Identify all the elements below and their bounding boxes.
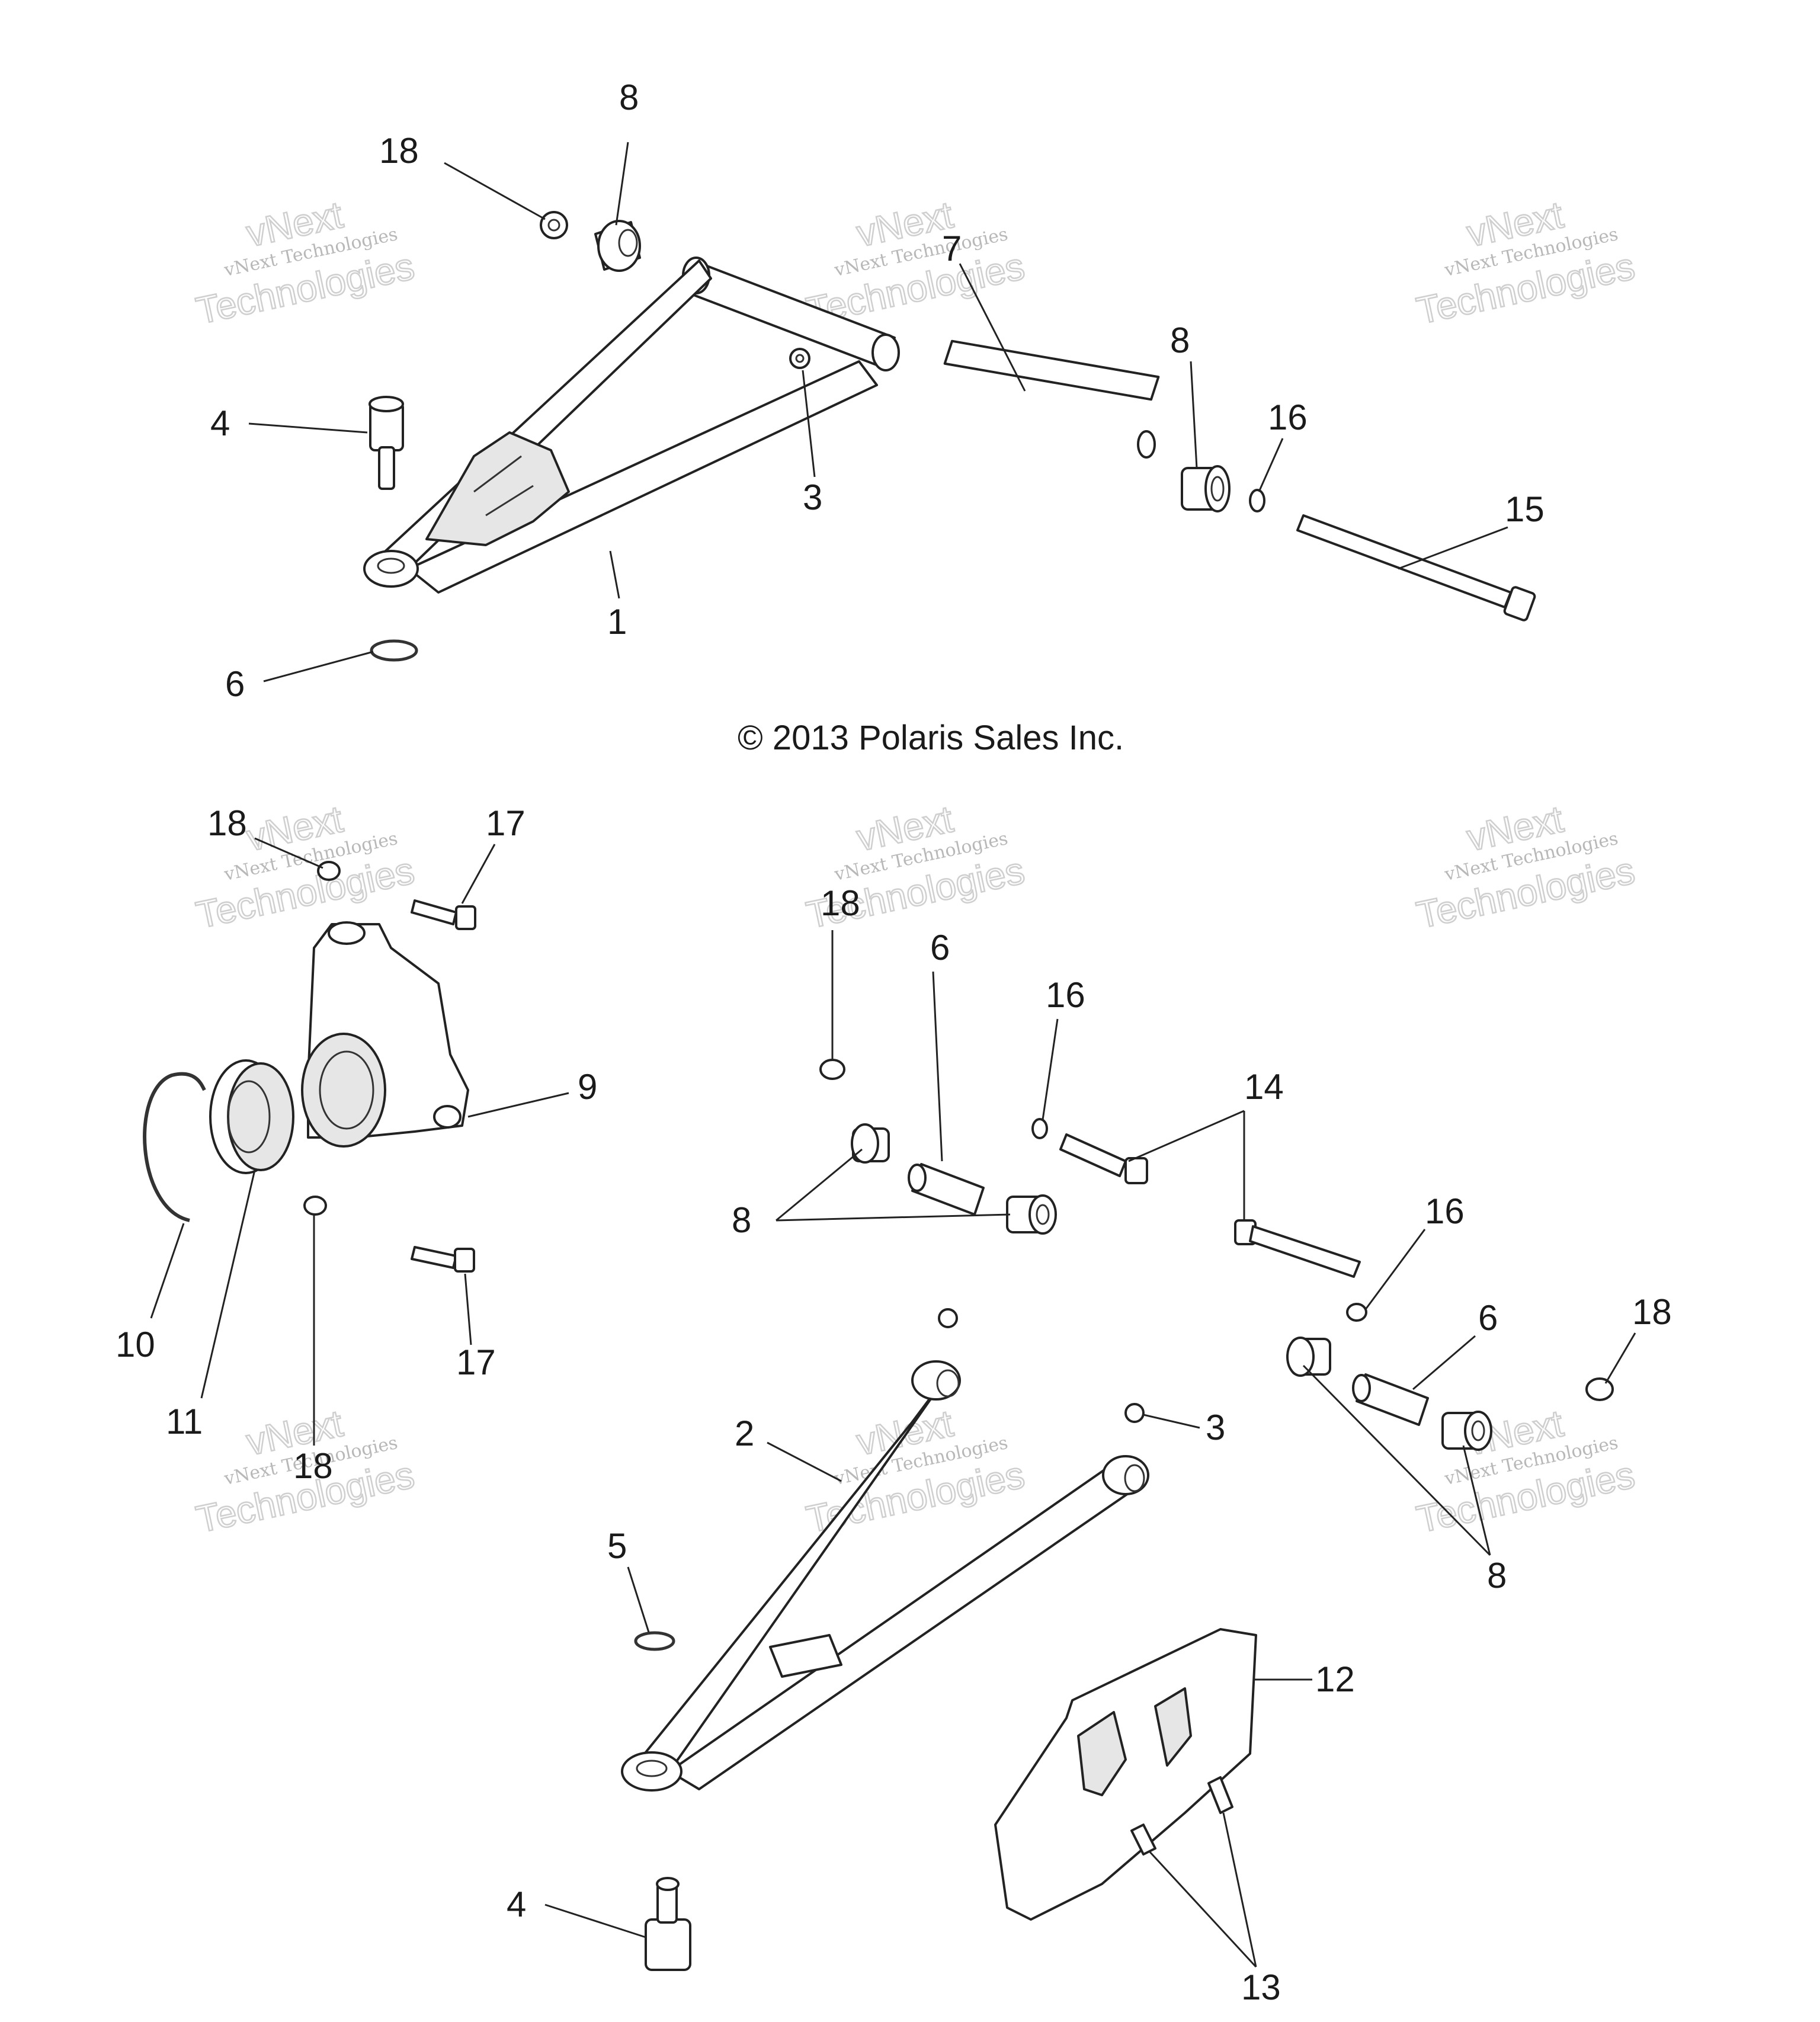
nut-lower-right (1585, 1377, 1614, 1401)
lower-a-arm (621, 1360, 1149, 1792)
callout-label: 4 (507, 1885, 526, 1924)
callout-label: 10 (116, 1325, 155, 1364)
callout-label: 11 (166, 1402, 203, 1441)
callout-label: 18 (821, 883, 860, 923)
pivot-tube (943, 339, 1160, 459)
callout-label: 6 (930, 928, 950, 967)
upper-a-arm (363, 257, 900, 594)
callout-label: 17 (456, 1342, 496, 1382)
guard (994, 1628, 1257, 1921)
grease-fitting-lower-b (1124, 1403, 1145, 1423)
callout-label: 18 (1632, 1292, 1672, 1332)
callout-group-lower: 18 6 16 14 8 16 6 18 2 3 8 5 12 4 13 (507, 883, 1672, 2007)
watermark-1: vNext vNext Technologies Technologies (192, 193, 419, 333)
callout-label: 13 (1241, 1967, 1281, 2007)
bolt-lower-17 (411, 1246, 475, 1273)
watermark-6: vNext vNext Technologies Technologies (1412, 797, 1639, 937)
washer-upper (1249, 489, 1265, 512)
callout-label: 5 (607, 1526, 627, 1566)
snap-ring (143, 1072, 206, 1222)
callout-label: 6 (1478, 1298, 1498, 1338)
bolt-upper-17 (411, 899, 476, 930)
callout-label: 6 (225, 664, 245, 704)
copyright-text: © 2013 Polaris Sales Inc. (738, 719, 1124, 757)
pivot-sleeve-lower-right (1352, 1373, 1429, 1426)
callout-label: 18 (379, 131, 419, 171)
callout-label: 18 (293, 1446, 333, 1486)
callout-label: 14 (1244, 1067, 1284, 1107)
circlip-lower (634, 1631, 675, 1651)
watermark-8: vNext vNext Technologies Technologies (802, 1401, 1029, 1542)
watermark-2: vNext vNext Technologies Technologies (802, 193, 1029, 333)
bushing-lower-left-b (1006, 1194, 1057, 1235)
bolt-14-a (1059, 1133, 1148, 1184)
callout-label: 7 (942, 229, 962, 268)
pivot-sleeve-lower-left (908, 1163, 985, 1216)
watermark-9: vNext vNext Technologies Technologies (1412, 1401, 1639, 1542)
callout-label: 15 (1505, 489, 1545, 529)
callout-label: 12 (1315, 1659, 1355, 1699)
callout-label: 18 (207, 803, 247, 843)
washer-lower-a (1031, 1118, 1048, 1139)
bearing (209, 1059, 294, 1174)
callout-label: 3 (803, 478, 822, 517)
bushing-lower-left-a (851, 1123, 890, 1164)
bushing-top (594, 220, 641, 272)
guard-bolt-b (1130, 1824, 1156, 1856)
nut-lower-center (819, 1059, 845, 1080)
callout-group-knuckle: 18 17 9 10 11 18 17 (116, 803, 597, 1486)
callout-label: 16 (1046, 975, 1085, 1015)
ball-joint-upper (369, 396, 404, 490)
callout-label: 17 (486, 803, 526, 843)
callout-label: 2 (735, 1414, 754, 1453)
grease-fitting-lower-a (938, 1308, 958, 1328)
bushing-lower-right-b (1441, 1411, 1492, 1451)
callout-label: 8 (1170, 321, 1190, 360)
callout-label: 9 (578, 1067, 597, 1107)
bolt-long (1296, 514, 1536, 621)
circlip-upper (370, 639, 418, 662)
guard-bolt-a (1207, 1776, 1233, 1814)
knuckle (301, 921, 469, 1148)
callout-group-upper: 8 18 7 8 16 15 4 3 1 6 (210, 78, 1545, 704)
grease-fitting-upper (789, 348, 810, 369)
bolt-14-b (1234, 1219, 1361, 1278)
nut-top (540, 211, 568, 239)
callout-label: 1 (607, 602, 627, 642)
callout-label: 16 (1425, 1191, 1465, 1231)
callout-label: 16 (1268, 398, 1308, 437)
ball-joint-lower (645, 1877, 691, 1971)
nut-upper-left (317, 861, 341, 881)
watermark-3: vNext vNext Technologies Technologies (1412, 193, 1639, 333)
bushing-middle (1181, 465, 1231, 512)
washer-lower-b (1346, 1303, 1367, 1322)
callout-label: 8 (619, 78, 639, 117)
callout-label: 4 (210, 403, 230, 443)
callout-label: 8 (1487, 1556, 1507, 1595)
callout-label: 3 (1206, 1408, 1225, 1447)
callout-label: 8 (732, 1200, 751, 1240)
bushing-lower-right-a (1286, 1337, 1331, 1377)
nut-knuckle (303, 1196, 327, 1216)
